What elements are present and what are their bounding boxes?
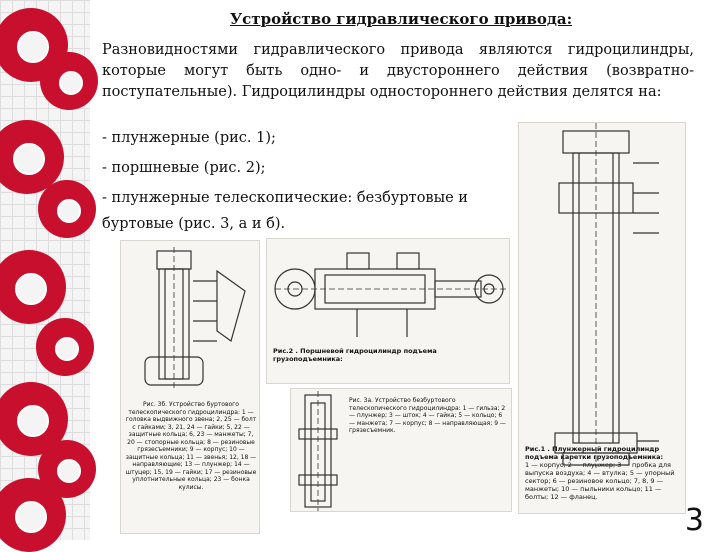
intro-paragraph: Разновидностями гидравлического привода …	[102, 42, 694, 100]
figure-beadless-telescopic-cylinder: Рис. 3а. Устройство безбуртового телеско…	[290, 388, 512, 512]
figure-bead-telescopic-cylinder: Рис. 3б. Устройство буртового телескопич…	[120, 240, 260, 534]
bullet-telescopic-cont: буртовые (рис. 3, а и б).	[102, 216, 286, 232]
figure-plunger-cylinder: Рис.1 . Плунжерный гидроцилиндр подъема …	[518, 122, 686, 514]
gear-icon	[40, 52, 98, 110]
gear-icon	[36, 318, 94, 376]
figure-1-caption-title: Рис.1 . Плунжерный гидроцилиндр подъема …	[525, 445, 664, 461]
gear-icon	[0, 120, 64, 194]
gear-icon	[0, 250, 66, 324]
gear-icon	[0, 478, 66, 552]
gear-icon	[38, 440, 96, 498]
bullet-plunger: - плунжерные (рис. 1);	[102, 130, 276, 146]
figure-3b-caption: Рис. 3б. Устройство буртового телескопич…	[125, 401, 257, 491]
bullet-piston: - поршневые (рис. 2);	[102, 160, 266, 176]
figure-1-caption-body: 1 — корпус; 2 — плунжер; 3 — пробка для …	[525, 461, 675, 501]
bullet-telescopic: - плунжерные телескопические: безбуртовы…	[102, 190, 468, 206]
figure-3a-caption: Рис. 3а. Устройство безбуртового телеско…	[349, 397, 506, 434]
decorative-gear-strip	[0, 0, 98, 552]
piston-cylinder-drawing	[274, 252, 507, 337]
plunger-cylinder-drawing	[554, 123, 659, 468]
gear-icon	[0, 8, 68, 82]
figure-2-caption: Рис.2 . Поршневой гидроцилиндр подъема г…	[273, 347, 437, 363]
beadless-telescopic-drawing	[298, 391, 338, 511]
bead-telescopic-drawing	[144, 247, 246, 391]
gear-icon	[38, 180, 96, 238]
page-number: 3	[684, 503, 704, 538]
figure-piston-cylinder: Рис.2 . Поршневой гидроцилиндр подъема г…	[266, 238, 510, 384]
page-title: Устройство гидравлического привода:	[230, 10, 573, 28]
